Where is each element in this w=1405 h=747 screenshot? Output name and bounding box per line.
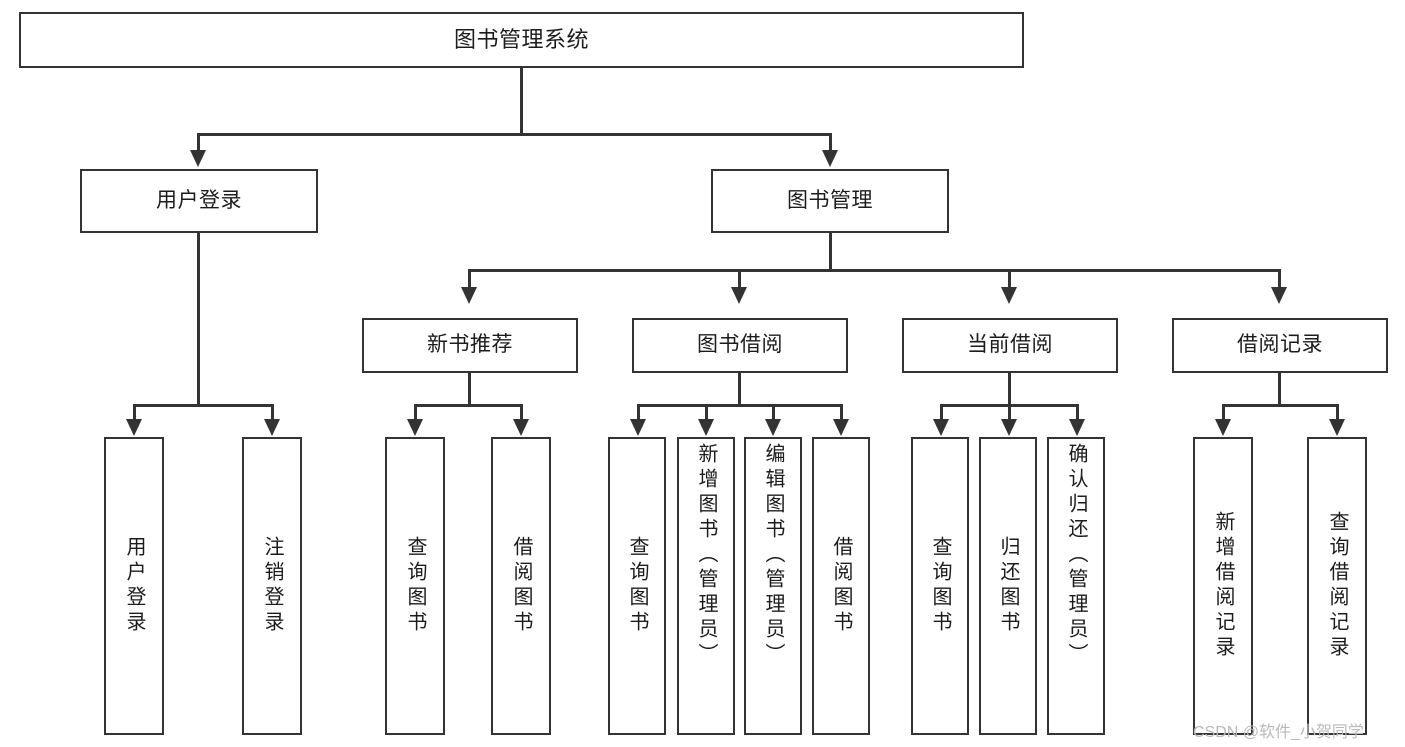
connector-borrow-record-stem	[1278, 373, 1281, 406]
leaf-current-borrow-confirm-return-admin[interactable]: 确认归还（管理员）	[1047, 437, 1105, 735]
arrow-bb-to-leaf-2	[698, 419, 714, 436]
arrow-new-book-to-leaf-2	[513, 419, 529, 436]
connector-new-book-to-leaf-1	[414, 404, 417, 422]
connector-book-borrow-elbow-bar	[637, 404, 841, 407]
node-label: 借阅图书	[830, 536, 852, 636]
connector-bb-to-leaf-2	[705, 404, 708, 422]
connector-user-login-elbow-bar	[133, 404, 273, 407]
arrow-bm-to-new-book	[461, 287, 477, 304]
arrow-bm-to-borrow-record	[1271, 287, 1287, 304]
node-label: 当前借阅	[967, 333, 1053, 357]
leaf-book-borrow-add-book-admin[interactable]: 新增图书（管理员）	[677, 437, 735, 735]
arrow-bb-to-leaf-3	[765, 419, 781, 436]
node-label: 编辑图书（管理员）	[762, 443, 784, 668]
node-label: 图书借阅	[697, 333, 783, 357]
connector-br-to-leaf-2	[1336, 404, 1339, 422]
leaf-user-login-login[interactable]: 用户登录	[104, 437, 164, 735]
leaf-book-borrow-borrow-book[interactable]: 借阅图书	[812, 437, 870, 735]
node-new-book-recommend[interactable]: 新书推荐	[362, 318, 578, 373]
node-label: 新增借阅记录	[1212, 511, 1234, 661]
leaf-borrow-record-add-record[interactable]: 新增借阅记录	[1193, 437, 1253, 735]
node-label: 图书管理系统	[453, 27, 589, 53]
arrow-br-to-leaf-1	[1215, 419, 1231, 436]
leaf-book-borrow-edit-book-admin[interactable]: 编辑图书（管理员）	[744, 437, 802, 735]
connector-bb-to-leaf-4	[840, 404, 843, 422]
connector-root-to-book-management	[829, 133, 832, 155]
connector-borrow-record-elbow-bar	[1222, 404, 1336, 407]
node-label: 用户登录	[156, 188, 242, 212]
arrow-cb-to-leaf-2	[1001, 419, 1017, 436]
node-current-borrow[interactable]: 当前借阅	[902, 318, 1118, 373]
arrow-bb-to-leaf-1	[630, 419, 646, 436]
node-label: 归还图书	[997, 536, 1019, 636]
connector-bm-to-new-book	[468, 269, 471, 291]
arrow-cb-to-leaf-3	[1069, 419, 1085, 436]
node-book-borrow[interactable]: 图书借阅	[632, 318, 848, 373]
connector-bm-to-current-borrow	[1008, 269, 1011, 291]
connector-book-management-elbow-bar	[468, 269, 1280, 272]
node-label: 查询图书	[626, 536, 648, 636]
node-root-book-management-system[interactable]: 图书管理系统	[19, 12, 1024, 68]
leaf-current-borrow-return-book[interactable]: 归还图书	[979, 437, 1037, 735]
leaf-borrow-record-query-record[interactable]: 查询借阅记录	[1307, 437, 1367, 735]
node-book-management[interactable]: 图书管理	[711, 169, 949, 233]
connector-cb-to-leaf-1	[940, 404, 943, 422]
connector-user-login-to-leaf-1	[133, 404, 136, 422]
node-label: 借阅记录	[1237, 333, 1323, 357]
connector-bm-to-borrow-record	[1278, 269, 1281, 291]
node-label: 查询图书	[404, 536, 426, 636]
connector-br-to-leaf-1	[1222, 404, 1225, 422]
connector-bm-to-book-borrow	[738, 269, 741, 291]
node-label: 查询图书	[929, 536, 951, 636]
arrow-bm-to-current-borrow	[1001, 287, 1017, 304]
node-label: 新书推荐	[427, 333, 513, 357]
arrow-bb-to-leaf-4	[833, 419, 849, 436]
connector-book-management-stem	[829, 233, 832, 271]
node-label: 查询借阅记录	[1326, 511, 1348, 661]
connector-bb-to-leaf-1	[637, 404, 640, 422]
connector-cb-to-leaf-3	[1076, 404, 1079, 422]
arrow-br-to-leaf-2	[1329, 419, 1345, 436]
node-borrow-record[interactable]: 借阅记录	[1172, 318, 1388, 373]
leaf-user-login-logout[interactable]: 注销登录	[242, 437, 302, 735]
leaf-new-book-borrow-book[interactable]: 借阅图书	[491, 437, 551, 735]
arrow-cb-to-leaf-1	[933, 419, 949, 436]
connector-current-borrow-stem	[1008, 373, 1011, 406]
connector-user-login-stem	[197, 233, 200, 406]
arrow-new-book-to-leaf-1	[407, 419, 423, 436]
connector-root-stem	[520, 68, 523, 134]
connector-cb-to-leaf-2	[1008, 404, 1011, 422]
connector-new-book-stem	[468, 373, 471, 406]
arrow-bm-to-book-borrow	[731, 287, 747, 304]
connector-new-book-elbow-bar	[414, 404, 522, 407]
connector-root-to-user-login	[197, 133, 200, 155]
node-label: 确认归还（管理员）	[1065, 443, 1087, 668]
connector-root-elbow-bar	[197, 133, 831, 136]
leaf-book-borrow-query-book[interactable]: 查询图书	[608, 437, 666, 735]
arrow-root-to-book-management	[822, 150, 838, 167]
node-label: 用户登录	[123, 536, 145, 636]
node-user-login[interactable]: 用户登录	[80, 169, 318, 233]
connector-book-borrow-stem	[738, 373, 741, 406]
watermark-text: CSDN @软件_小贺同学	[1193, 724, 1364, 741]
arrow-root-to-user-login	[190, 150, 206, 167]
arrow-user-login-to-leaf-2	[264, 419, 280, 436]
arrow-user-login-to-leaf-1	[126, 419, 142, 436]
node-label: 新增图书（管理员）	[695, 443, 717, 668]
node-label: 注销登录	[261, 536, 283, 636]
connector-bb-to-leaf-3	[772, 404, 775, 422]
leaf-new-book-query-book[interactable]: 查询图书	[385, 437, 445, 735]
connector-user-login-to-leaf-2	[271, 404, 274, 422]
node-label: 借阅图书	[510, 536, 532, 636]
leaf-current-borrow-query-book[interactable]: 查询图书	[911, 437, 969, 735]
node-label: 图书管理	[787, 188, 873, 212]
connector-new-book-to-leaf-2	[520, 404, 523, 422]
